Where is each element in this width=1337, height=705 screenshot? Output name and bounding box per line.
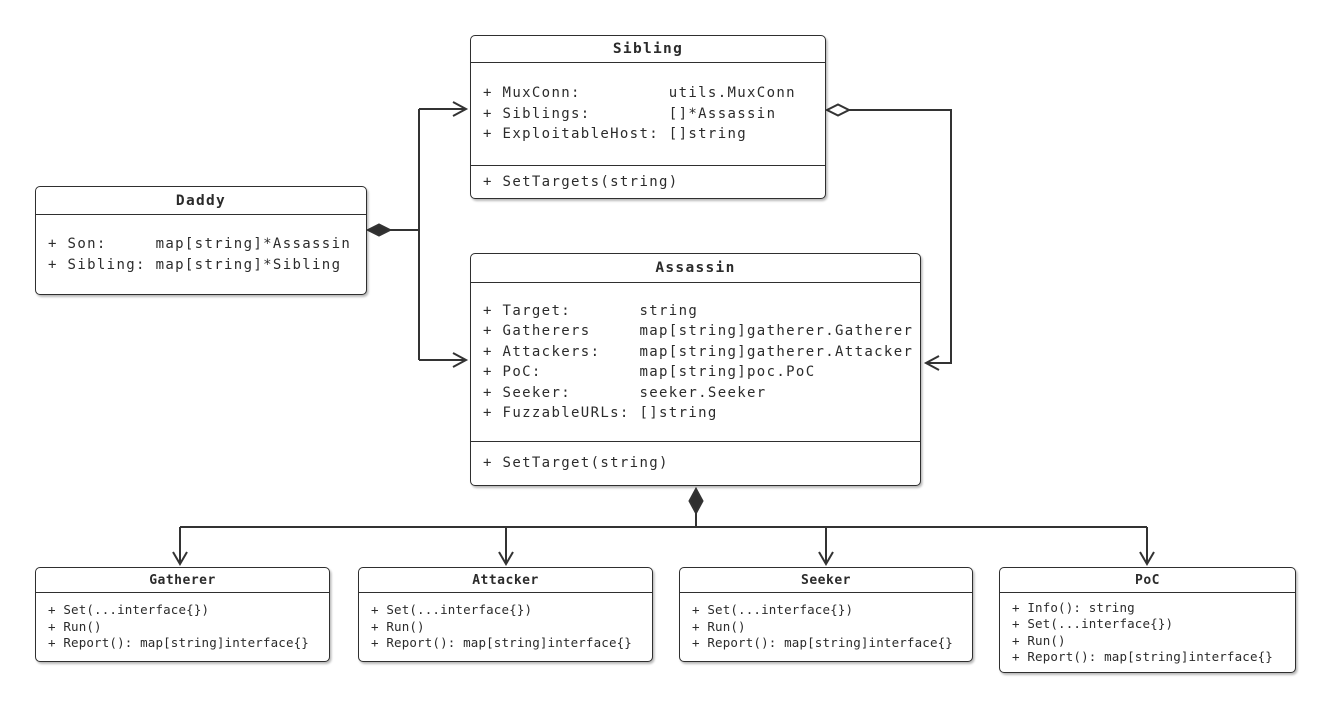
member-line: + Set(...interface{}) (48, 602, 210, 618)
member-line: + ExploitableHost: []string (483, 126, 748, 143)
member-line: + Report(): map[string]interface{} (692, 635, 953, 651)
member-line: + Run() (48, 618, 102, 634)
member-line: + Sibling: map[string]*Sibling (48, 256, 342, 273)
connector-daddy-trunk (390, 108, 464, 361)
member-line: + Info(): string (1012, 599, 1135, 615)
relationship-sibling-assassin (824, 103, 952, 371)
member-line: + Report(): map[string]interface{} (371, 635, 632, 651)
open-arrow-into-assassin-right (923, 355, 940, 371)
connector-assassin-trunk (179, 513, 1148, 562)
class-gatherer-methods: + Set(...interface{})+ Run()+ Report(): … (36, 593, 329, 661)
member-line: + Set(...interface{}) (371, 602, 533, 618)
member-line: + Gatherers map[string]gatherer.Gatherer (483, 323, 914, 339)
open-arrow-into-seeker (818, 551, 834, 566)
class-gatherer-name: Gatherer (36, 568, 329, 593)
class-gatherer: Gatherer + Set(...interface{})+ Run()+ R… (35, 567, 330, 662)
open-arrow-into-poc (1139, 551, 1155, 566)
class-seeker-name: Seeker (680, 568, 972, 593)
class-attacker-methods: + Set(...interface{})+ Run()+ Report(): … (359, 593, 652, 661)
class-sibling-attributes: + MuxConn: utils.MuxConn + Siblings: []*A… (471, 63, 825, 165)
class-poc-name: PoC (1000, 568, 1295, 593)
class-attacker-name: Attacker (359, 568, 652, 593)
member-line: + Run() (1012, 632, 1066, 648)
member-line: + Report(): map[string]interface{} (48, 635, 309, 651)
member-line: + Siblings: []*Assassin (483, 105, 777, 122)
class-sibling-name: Sibling (471, 36, 825, 63)
connector-sibling-assassin (849, 109, 952, 364)
class-seeker: Seeker + Set(...interface{})+ Run()+ Rep… (679, 567, 973, 662)
member-line: + FuzzableURLs: []string (483, 405, 718, 421)
class-sibling: Sibling + MuxConn: utils.MuxConn + Siblin… (470, 35, 826, 199)
relationship-daddy-children (365, 101, 469, 368)
class-poc: PoC + Info(): string+ Set(...interface{}… (999, 567, 1296, 673)
class-assassin-name: Assassin (471, 254, 920, 283)
class-seeker-methods: + Set(...interface{})+ Run()+ Report(): … (680, 593, 972, 661)
member-line: + Seeker: seeker.Seeker (483, 384, 767, 401)
composition-diamond-daddy (365, 223, 393, 237)
member-line: + Son: map[string]*Assassin (48, 236, 352, 252)
open-arrow-into-attacker (498, 551, 514, 566)
class-poc-methods: + Info(): string+ Set(...interface{})+ R… (1000, 593, 1295, 672)
open-arrow-into-sibling (452, 101, 469, 117)
member-line: + Run() (371, 618, 425, 634)
class-sibling-methods: + SetTargets(string) (471, 165, 825, 198)
member-line: + SetTarget(string) (483, 455, 669, 472)
open-arrow-into-gatherer (172, 551, 188, 566)
class-daddy: Daddy + Son: map[string]*Assassin + Sibli… (35, 186, 367, 295)
member-line: + Target: string (483, 302, 699, 319)
member-line: + Attackers: map[string]gatherer.Attacke… (483, 343, 914, 360)
member-line: + Report(): map[string]interface{} (1012, 649, 1273, 664)
relationship-assassin-children (172, 486, 1155, 566)
member-line: + MuxConn: utils.MuxConn (483, 85, 796, 102)
member-line: + SetTargets(string) (483, 173, 679, 190)
class-daddy-name: Daddy (36, 187, 366, 215)
class-assassin-methods: + SetTarget(string) (471, 441, 920, 485)
member-line: + Run() (692, 618, 746, 634)
member-line: + Set(...interface{}) (1012, 616, 1174, 631)
open-arrow-into-assassin-left (452, 352, 469, 368)
aggregation-diamond-sibling (824, 103, 852, 117)
class-assassin-attributes: + Target: string + Gatherers map[string]g… (471, 283, 920, 441)
member-line: + Set(...interface{}) (692, 602, 854, 618)
member-line: + PoC: map[string]poc.PoC (483, 364, 816, 380)
composition-diamond-assassin (688, 486, 704, 516)
class-assassin: Assassin + Target: string + Gatherers map… (470, 253, 921, 486)
class-attacker: Attacker + Set(...interface{})+ Run()+ R… (358, 567, 653, 662)
class-daddy-attributes: + Son: map[string]*Assassin + Sibling: ma… (36, 215, 366, 294)
